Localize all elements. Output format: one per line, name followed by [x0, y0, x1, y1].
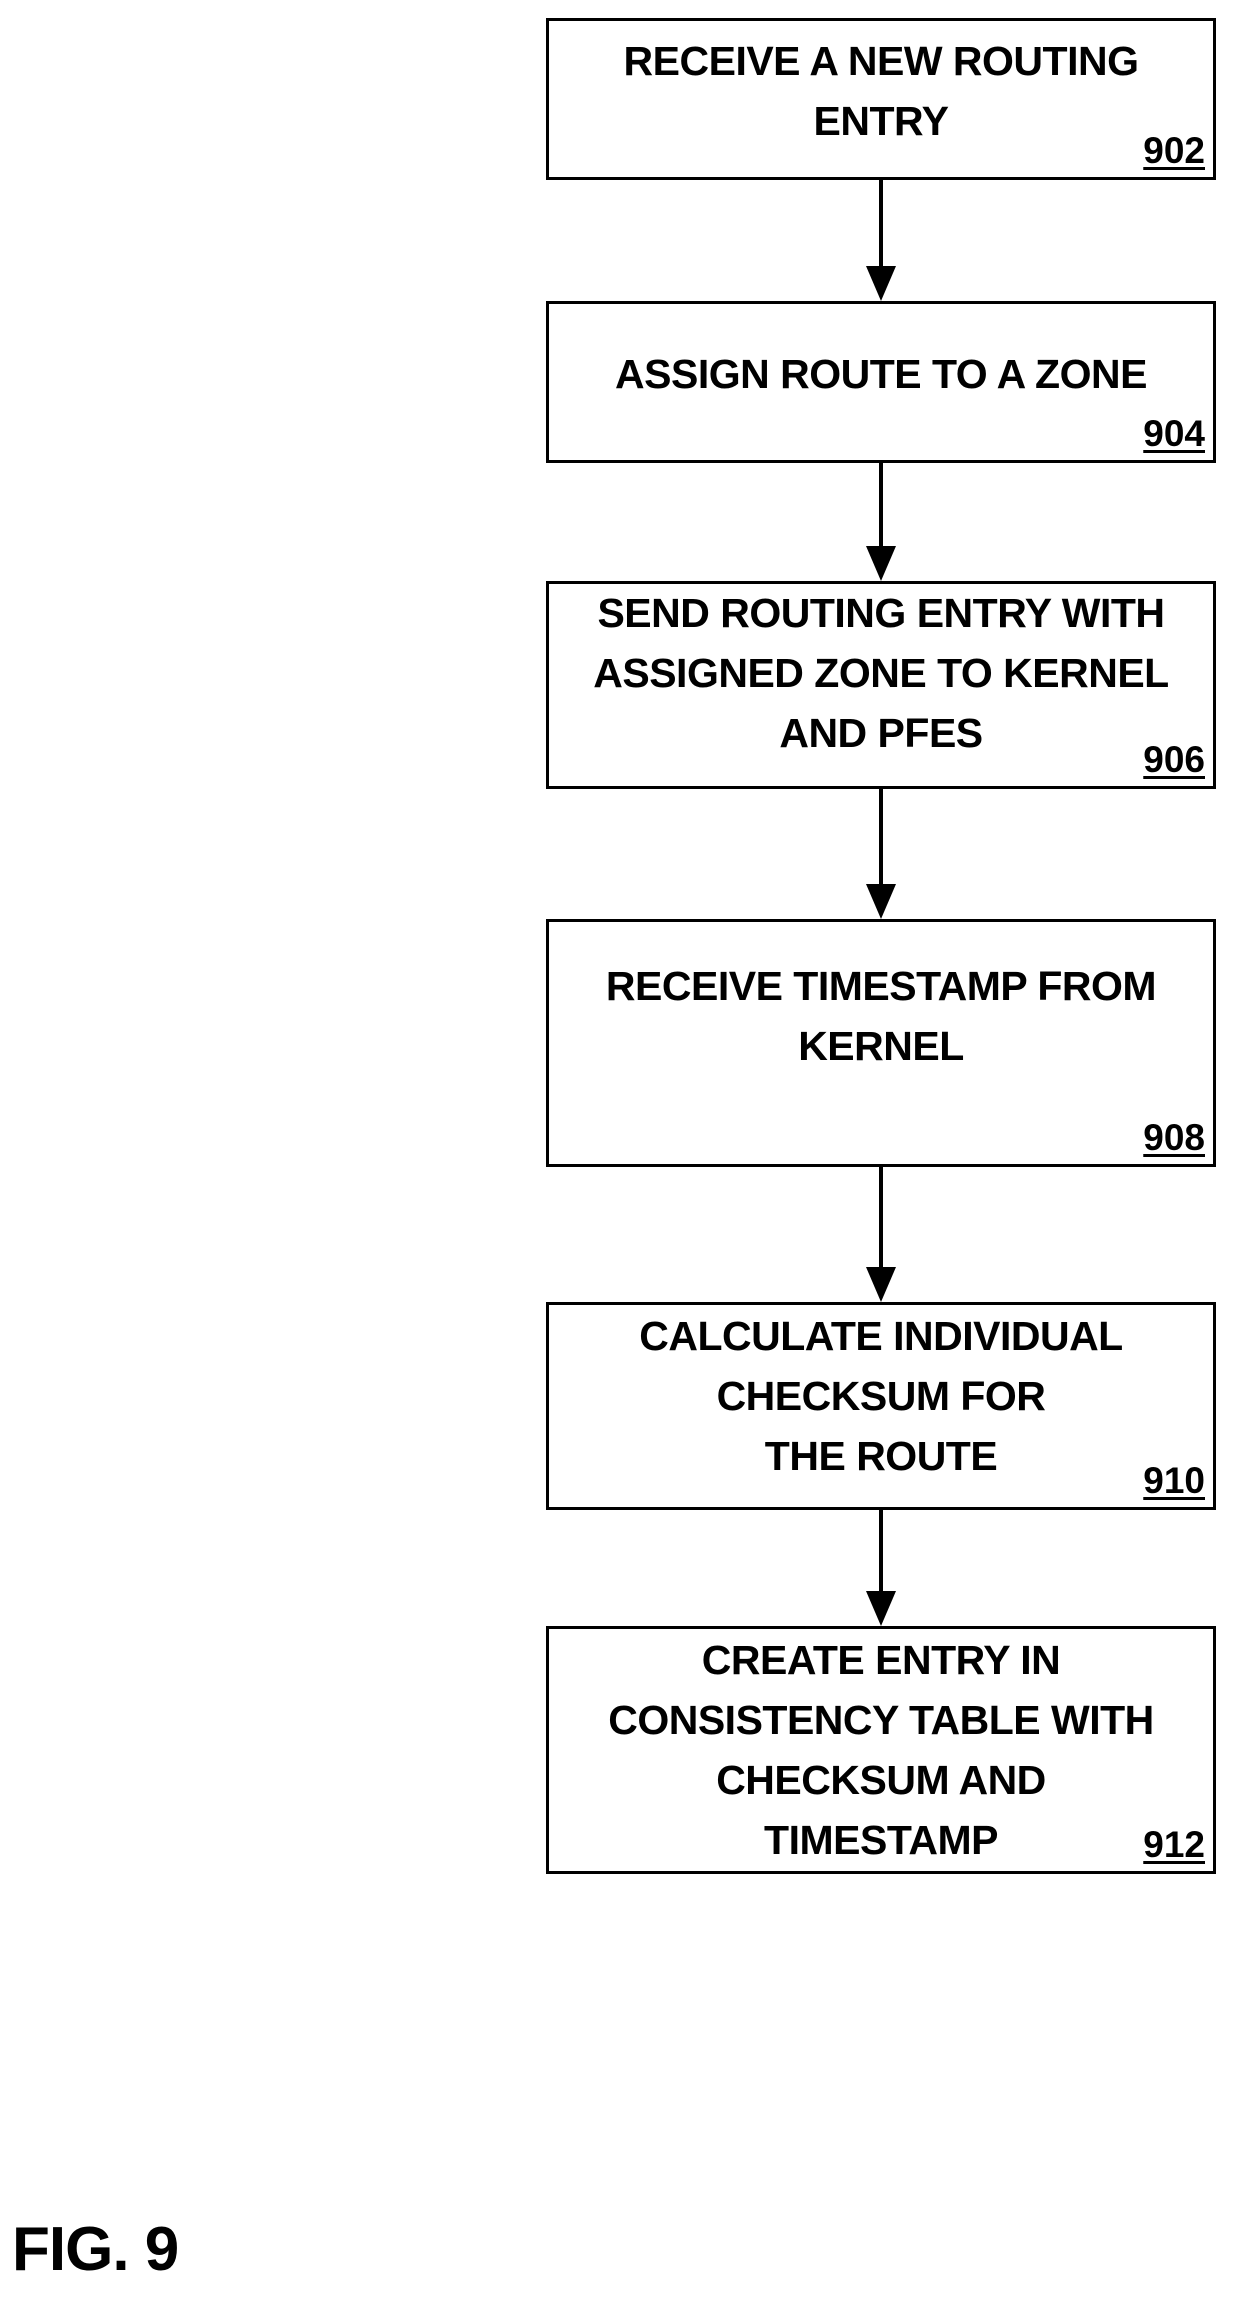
- arrow-908-to-910-head: [866, 1267, 896, 1302]
- arrow-910-to-912-head: [866, 1591, 896, 1626]
- arrow-904-to-906-head: [866, 546, 896, 581]
- figure-label: FIG. 9: [12, 2214, 178, 2286]
- arrow-902-to-904-head: [866, 266, 896, 301]
- arrow-906-to-908-head: [866, 884, 896, 919]
